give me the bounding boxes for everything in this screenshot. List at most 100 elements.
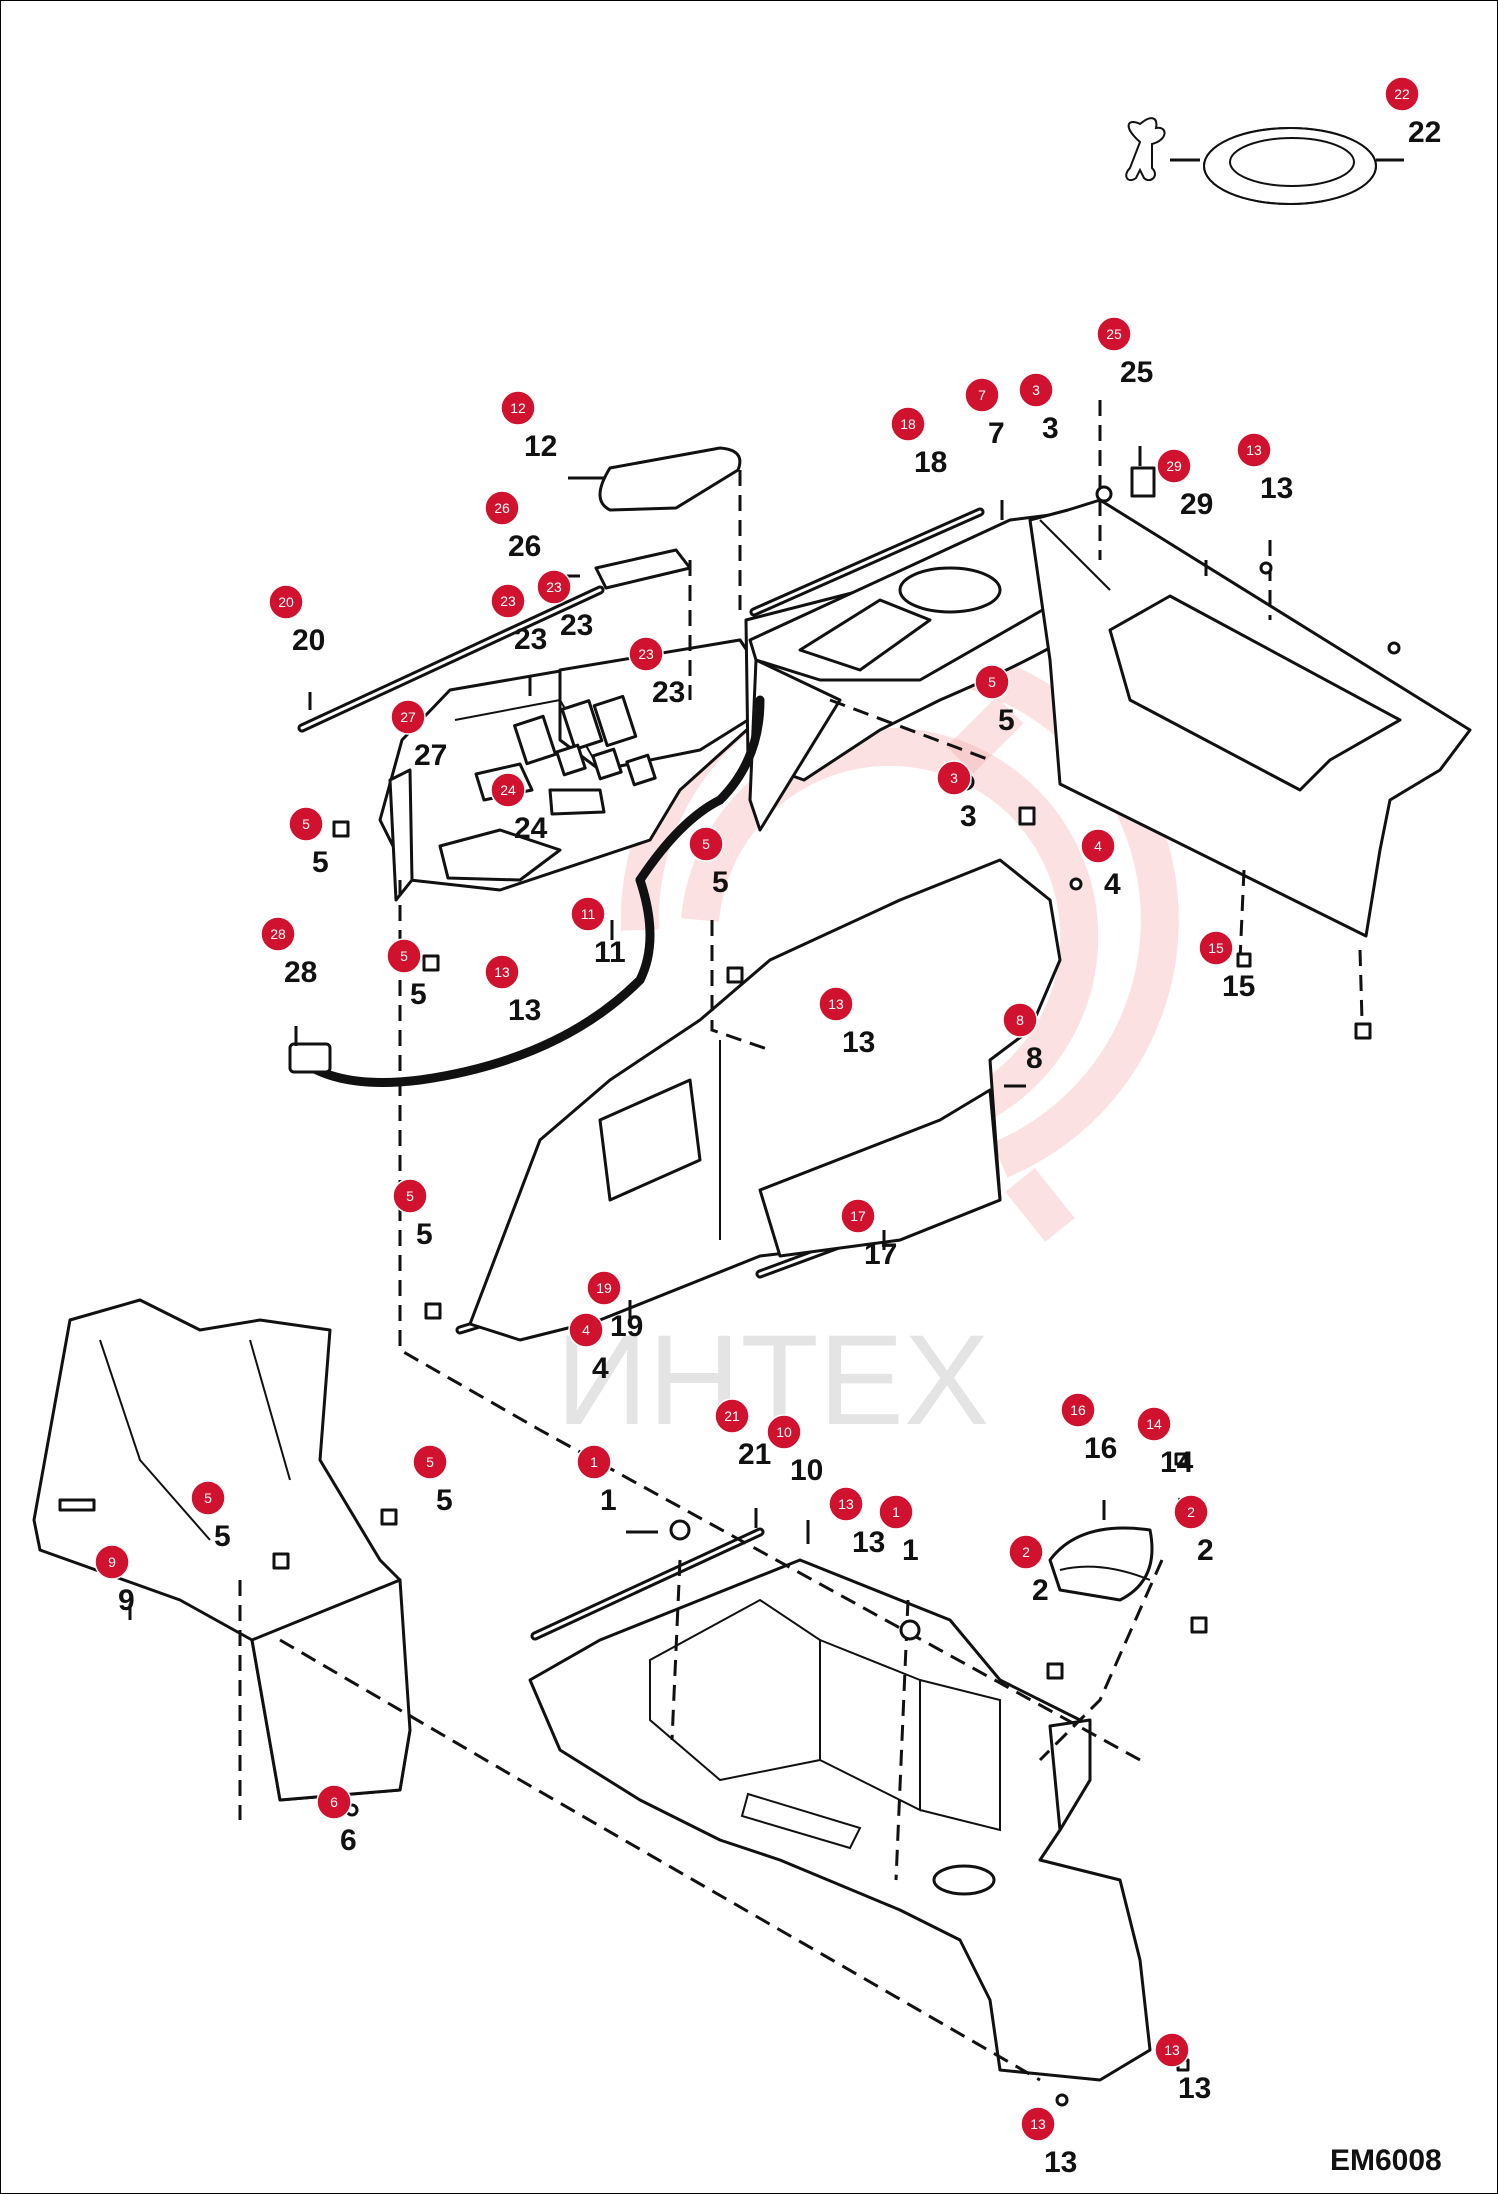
callout-badge-1[interactable]: 1 [878,1494,914,1530]
callout-badge-27[interactable]: 27 [390,699,426,735]
callout-badge-circle[interactable] [316,1784,352,1820]
callout-badge-23[interactable]: 23 [628,636,664,672]
callout-badge-13[interactable]: 13 [1020,2106,1056,2142]
callout-badge-13[interactable]: 13 [1154,2032,1190,2068]
side-tray-console [748,508,1112,832]
callout-badge-3[interactable]: 3 [936,760,972,796]
callout-badge-14[interactable]: 14 [1136,1406,1172,1442]
callout-badge-circle[interactable] [890,406,926,442]
callout-badge-16[interactable]: 16 [1060,1392,1096,1428]
callout-badge-circle[interactable] [840,1198,876,1234]
callout-badge-8[interactable]: 8 [1002,1002,1038,1038]
callout-badge-4[interactable]: 4 [1080,828,1116,864]
callout-badge-25[interactable]: 25 [1096,316,1132,352]
part-number-25: 25 [1120,356,1153,389]
callout-badge-3[interactable]: 3 [1018,372,1054,408]
callout-badge-circle[interactable] [490,583,526,619]
callout-badge-13[interactable]: 13 [818,986,854,1022]
callout-badge-23[interactable]: 23 [536,569,572,605]
callout-badge-circle[interactable] [1173,1494,1209,1530]
callout-badge-24[interactable]: 24 [490,772,526,808]
callout-badge-circle[interactable] [386,938,422,974]
callout-badge-5[interactable]: 5 [688,826,724,862]
part-number-18: 18 [914,446,947,479]
callout-badge-13[interactable]: 13 [1236,432,1272,468]
callout-badge-22[interactable]: 22 [1384,76,1420,112]
part-number-7: 7 [988,417,1005,450]
callout-badge-circle[interactable] [288,806,324,842]
callout-badge-circle[interactable] [1060,1392,1096,1428]
callout-badge-17[interactable]: 17 [840,1198,876,1234]
callout-badge-11[interactable]: 11 [570,896,606,932]
callout-badge-circle[interactable] [936,760,972,796]
callout-badge-20[interactable]: 20 [268,584,304,620]
callout-badge-2[interactable]: 2 [1008,1534,1044,1570]
callout-badge-7[interactable]: 7 [964,377,1000,413]
callout-badge-circle[interactable] [392,1178,428,1214]
callout-badge-circle[interactable] [1384,76,1420,112]
callout-badge-circle[interactable] [714,1398,750,1434]
callout-badge-5[interactable]: 5 [392,1178,428,1214]
callout-badge-circle[interactable] [1198,930,1234,966]
callout-badge-label: 20 [278,594,294,610]
callout-badge-circle[interactable] [1020,2106,1056,2142]
callout-badge-circle[interactable] [260,916,296,952]
callout-badge-circle[interactable] [570,896,606,932]
callout-badge-circle[interactable] [268,584,304,620]
callout-badge-21[interactable]: 21 [714,1398,750,1434]
callout-badge-circle[interactable] [628,636,664,672]
callout-badge-4[interactable]: 4 [568,1312,604,1348]
callout-badge-5[interactable]: 5 [190,1480,226,1516]
callout-badge-circle[interactable] [94,1544,130,1580]
callout-badge-5[interactable]: 5 [288,806,324,842]
callout-badge-circle[interactable] [576,1444,612,1480]
callout-badge-circle[interactable] [1236,432,1272,468]
callout-badge-circle[interactable] [964,377,1000,413]
callout-badge-circle[interactable] [1154,2032,1190,2068]
callout-badge-circle[interactable] [568,1312,604,1348]
callout-badge-circle[interactable] [412,1444,448,1480]
callout-badge-10[interactable]: 10 [766,1414,802,1450]
callout-badge-circle[interactable] [766,1414,802,1450]
callout-badge-13[interactable]: 13 [484,954,520,990]
callout-badge-26[interactable]: 26 [484,490,520,526]
callout-badge-circle[interactable] [974,664,1010,700]
callout-badge-6[interactable]: 6 [316,1784,352,1820]
callout-badge-label: 4 [582,1322,590,1338]
callout-badge-circle[interactable] [390,699,426,735]
callout-badge-circle[interactable] [1096,316,1132,352]
callout-badge-circle[interactable] [484,954,520,990]
callout-badge-29[interactable]: 29 [1156,448,1192,484]
callout-badge-18[interactable]: 18 [890,406,926,442]
callout-badge-circle[interactable] [818,986,854,1022]
callout-badge-circle[interactable] [1136,1406,1172,1442]
callout-badge-circle[interactable] [586,1270,622,1306]
callout-badge-19[interactable]: 19 [586,1270,622,1306]
callout-badge-2[interactable]: 2 [1173,1494,1209,1530]
callout-badge-circle[interactable] [490,772,526,808]
callout-badge-circle[interactable] [1008,1534,1044,1570]
left-door-panel [468,858,1062,1342]
callout-badge-28[interactable]: 28 [260,916,296,952]
callout-badge-9[interactable]: 9 [94,1544,130,1580]
callout-badge-circle[interactable] [500,390,536,426]
callout-badge-1[interactable]: 1 [576,1444,612,1480]
part-number-13: 13 [1178,2072,1211,2105]
callout-badge-circle[interactable] [536,569,572,605]
callout-badge-12[interactable]: 12 [500,390,536,426]
callout-badge-circle[interactable] [484,490,520,526]
callout-badge-circle[interactable] [1002,1002,1038,1038]
callout-badge-23[interactable]: 23 [490,583,526,619]
callout-badge-5[interactable]: 5 [974,664,1010,700]
callout-badge-circle[interactable] [828,1486,864,1522]
callout-badge-circle[interactable] [190,1480,226,1516]
callout-badge-15[interactable]: 15 [1198,930,1234,966]
callout-badge-circle[interactable] [1156,448,1192,484]
callout-badge-circle[interactable] [1018,372,1054,408]
callout-badge-13[interactable]: 13 [828,1486,864,1522]
callout-badge-circle[interactable] [878,1494,914,1530]
callout-badge-5[interactable]: 5 [386,938,422,974]
callout-badge-circle[interactable] [688,826,724,862]
callout-badge-5[interactable]: 5 [412,1444,448,1480]
callout-badge-circle[interactable] [1080,828,1116,864]
